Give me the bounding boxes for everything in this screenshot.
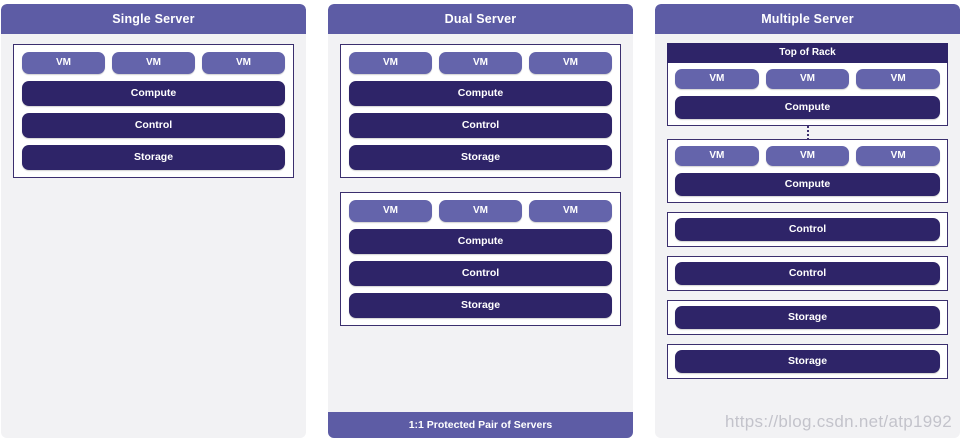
vm-row: VM VM VM (22, 52, 285, 74)
server-box: VM VM VM Compute Control Storage (13, 44, 294, 178)
server-box: VM VM VM Compute Control Storage (340, 192, 621, 326)
server-box-storage: Storage (667, 300, 948, 335)
layer-bar-storage: Storage (349, 145, 612, 170)
layer-bar-control: Control (22, 113, 285, 138)
rack-connector (667, 126, 948, 140)
vm-pill: VM (202, 52, 285, 74)
vm-row: VM VM VM (349, 200, 612, 222)
layer-bar-control: Control (349, 261, 612, 286)
panel-title-multiple-server: Multiple Server (655, 4, 960, 34)
vm-pill: VM (675, 69, 759, 89)
layer-bar-compute: Compute (349, 229, 612, 254)
panel-title-dual-server: Dual Server (328, 4, 633, 34)
layer-bar-compute: Compute (22, 81, 285, 106)
vm-pill: VM (529, 52, 612, 74)
server-box-control: Control (667, 212, 948, 247)
panel-body-single-server: VM VM VM Compute Control Storage (1, 34, 306, 438)
server-box: VM VM VM Compute Control Storage (340, 44, 621, 178)
vm-pill: VM (529, 200, 612, 222)
panel-dual-server: Dual Server VM VM VM Compute Control Sto… (328, 4, 633, 438)
layer-bar-storage: Storage (22, 145, 285, 170)
vm-row: VM VM VM (675, 146, 941, 166)
layer-bar-control: Control (675, 218, 940, 241)
layer-bar-compute: Compute (675, 96, 940, 119)
vm-pill: VM (349, 200, 432, 222)
layer-bar-control: Control (349, 113, 612, 138)
server-box-storage: Storage (667, 344, 948, 379)
vm-pill: VM (856, 69, 941, 89)
layer-bar-compute: Compute (675, 173, 940, 196)
vm-pill: VM (112, 52, 195, 74)
layer-bar-compute: Compute (349, 81, 612, 106)
layer-bar-storage: Storage (349, 293, 612, 318)
panel-title-single-server: Single Server (1, 4, 306, 34)
vm-pill: VM (439, 52, 522, 74)
panel-single-server: Single Server VM VM VM Compute Control S… (1, 4, 306, 438)
vm-pill: VM (22, 52, 105, 74)
server-box-top-of-rack: Top of Rack VM VM VM Compute (667, 43, 948, 126)
server-box: VM VM VM Compute (667, 139, 948, 203)
layer-bar-storage: Storage (675, 350, 940, 373)
dotted-line-icon (806, 126, 809, 140)
layer-bar-control: Control (675, 262, 940, 285)
vm-pill: VM (675, 146, 759, 166)
vm-pill: VM (439, 200, 522, 222)
vm-row: VM VM VM (349, 52, 612, 74)
vm-pill: VM (349, 52, 432, 74)
panel-footer-dual-server: 1:1 Protected Pair of Servers (328, 412, 633, 438)
server-box-control: Control (667, 256, 948, 291)
vm-row: VM VM VM (675, 69, 941, 89)
vm-pill: VM (765, 146, 850, 166)
panel-body-multiple-server: Top of Rack VM VM VM Compute VM VM VM Co… (655, 34, 960, 438)
vm-pill: VM (856, 146, 941, 166)
panel-multiple-server: Multiple Server Top of Rack VM VM VM Com… (655, 4, 960, 438)
vm-pill: VM (765, 69, 850, 89)
layer-bar-storage: Storage (675, 306, 940, 329)
rack-title-label: Top of Rack (667, 43, 948, 63)
panel-body-dual-server: VM VM VM Compute Control Storage VM VM V… (328, 34, 633, 412)
